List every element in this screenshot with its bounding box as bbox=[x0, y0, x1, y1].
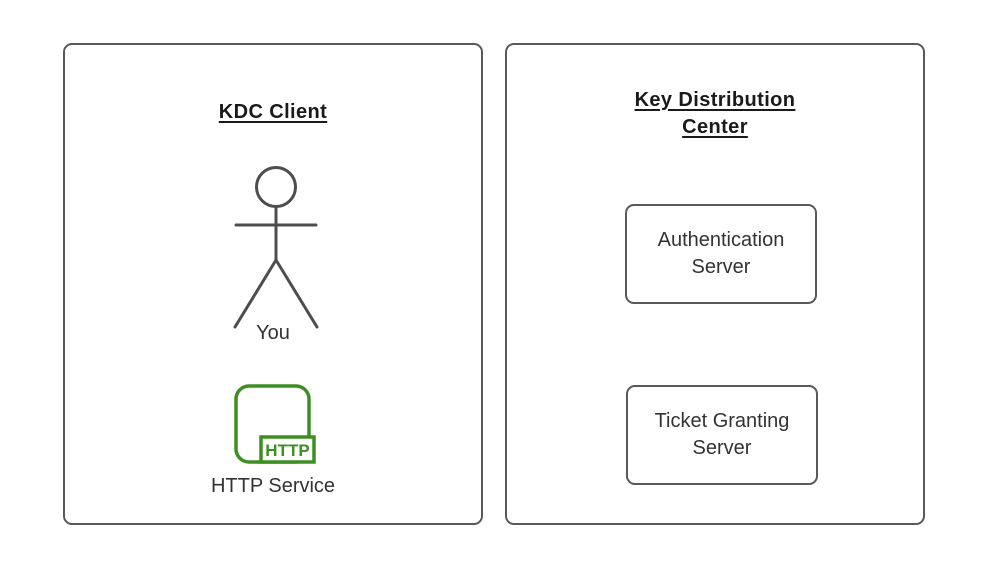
stick-figure-actor bbox=[233, 166, 319, 329]
actor-left-leg bbox=[233, 258, 278, 329]
kdc-client-title: KDC Client bbox=[65, 99, 481, 126]
kdc-client-title-text: KDC Client bbox=[218, 101, 328, 123]
actor-head bbox=[255, 166, 297, 208]
http-badge-label: HTTP bbox=[265, 441, 309, 460]
kdc-title-text: Key Distribution Center bbox=[634, 89, 796, 138]
ticket-granting-server-box: Ticket Granting Server bbox=[626, 385, 818, 485]
authentication-server-label: Authentication Server bbox=[657, 229, 785, 278]
http-service-label: HTTP Service bbox=[210, 475, 336, 497]
http-service-icon: HTTP bbox=[234, 384, 316, 464]
http-badge-box bbox=[259, 435, 316, 464]
kdc-client-panel: KDC Client You HTTP HTTP Service bbox=[63, 43, 483, 525]
actor-right-leg bbox=[274, 258, 319, 329]
actor-label: You bbox=[256, 322, 290, 344]
authentication-server-box: Authentication Server bbox=[625, 204, 817, 304]
ticket-granting-server-label: Ticket Granting Server bbox=[654, 410, 790, 459]
kdc-title: Key Distribution Center bbox=[507, 87, 923, 141]
key-distribution-center-panel: Key Distribution Center Authentication S… bbox=[505, 43, 925, 525]
